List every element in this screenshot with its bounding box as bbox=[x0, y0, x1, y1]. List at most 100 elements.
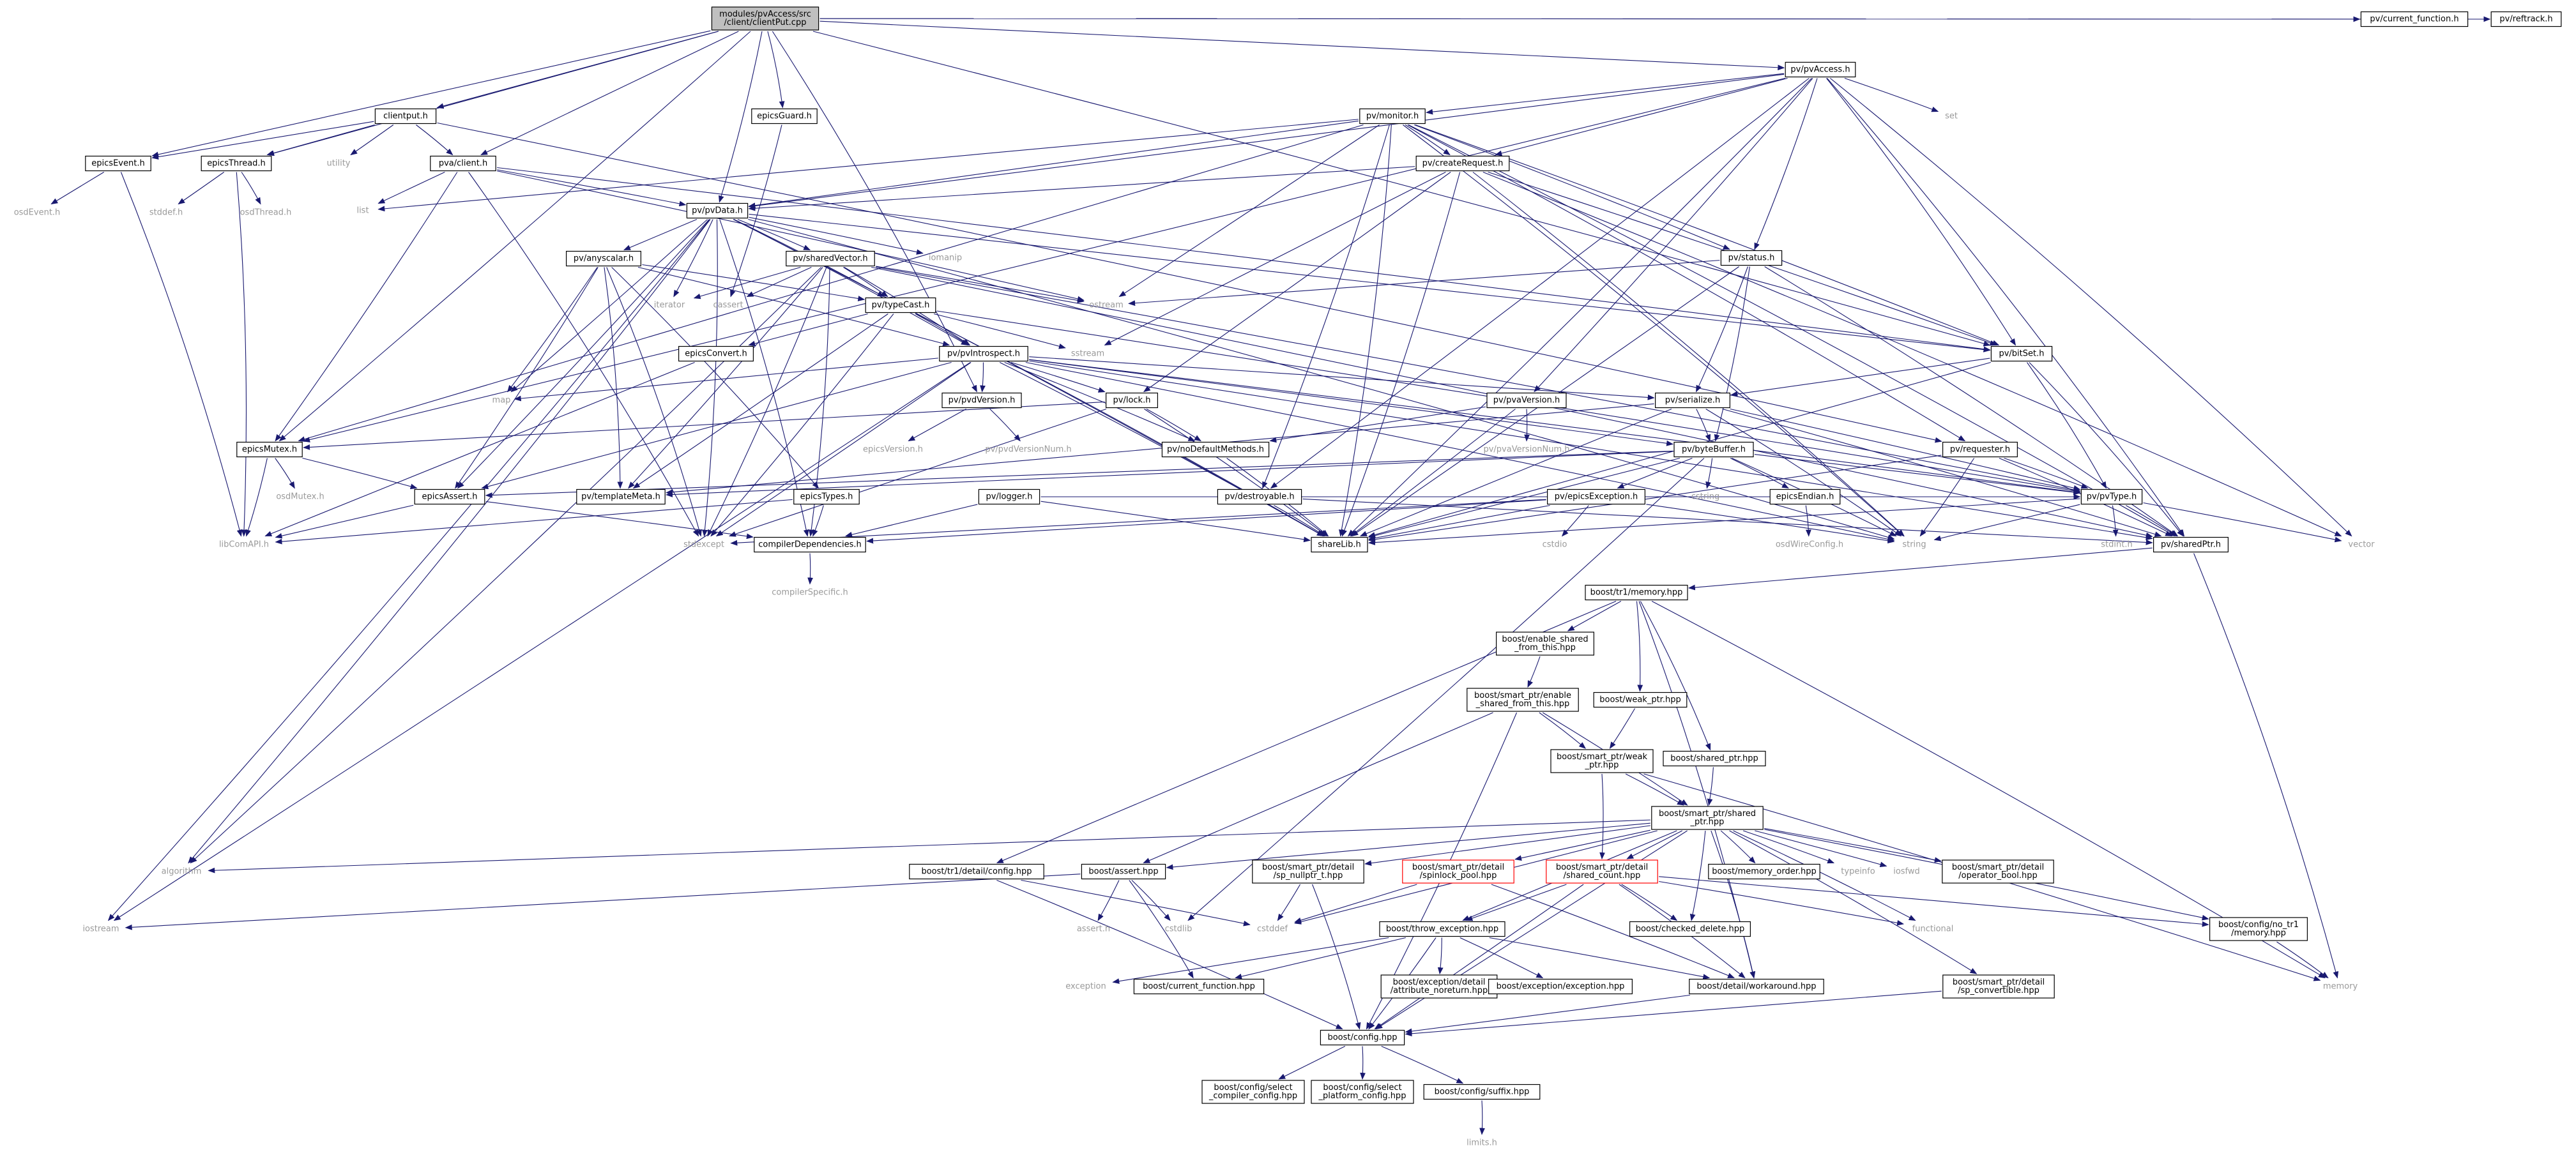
node-spNullptr[interactable]: boost/smart_ptr/detail/sp_nullptr_t.hpp bbox=[1252, 859, 1364, 884]
node-enableShared[interactable]: boost/enable_shared_from_this.hpp bbox=[1496, 631, 1595, 656]
node-weakPtr[interactable]: boost/weak_ptr.hpp bbox=[1593, 692, 1688, 708]
node-workaround[interactable]: boost/detail/workaround.hpp bbox=[1689, 978, 1824, 995]
node-pvaVersion[interactable]: pv/pvaVersion.h bbox=[1486, 392, 1567, 409]
node-sharedVector[interactable]: pv/sharedVector.h bbox=[786, 250, 875, 267]
edge-sharedVector-to-pvType bbox=[876, 266, 2081, 493]
node-compilerDeps[interactable]: compilerDependencies.h bbox=[754, 536, 866, 553]
edge-createRequest-to-sstream bbox=[1104, 172, 1446, 345]
node-box bbox=[941, 392, 1022, 409]
node-epicsConvert[interactable]: epicsConvert.h bbox=[678, 345, 754, 362]
node-memory: memory bbox=[2323, 982, 2358, 992]
node-label: osdWireConfig.h bbox=[1776, 540, 1843, 550]
node-lock[interactable]: pv/lock.h bbox=[1105, 392, 1158, 409]
edge-pvIntrospect-to-byteBuffer bbox=[1029, 359, 1674, 446]
node-pvType[interactable]: pv/pvType.h bbox=[2080, 488, 2143, 505]
node-anyscalar[interactable]: pv/anyscalar.h bbox=[565, 250, 641, 267]
node-box bbox=[1689, 978, 1824, 995]
node-box bbox=[576, 488, 666, 505]
node-checkedDelete[interactable]: boost/checked_delete.hpp bbox=[1629, 921, 1751, 937]
node-typeCast[interactable]: pv/typeCast.h bbox=[865, 297, 936, 314]
node-epicsEvent[interactable]: epicsEvent.h bbox=[85, 155, 151, 172]
node-sharedPtr[interactable]: pv/sharedPtr.h bbox=[2153, 536, 2229, 553]
node-sharedCount[interactable]: boost/smart_ptr/detail/shared_count.hpp bbox=[1546, 859, 1658, 884]
node-byteBuffer[interactable]: pv/byteBuffer.h bbox=[1673, 441, 1754, 458]
node-spWeakPtr[interactable]: boost/smart_ptr/weak_ptr.hpp bbox=[1550, 749, 1654, 773]
node-label: pv/createRequest.h bbox=[1422, 159, 1504, 169]
node-box bbox=[2490, 11, 2562, 27]
node-epicsThread[interactable]: epicsThread.h bbox=[201, 155, 272, 172]
node-osdEvent: osdEvent.h bbox=[14, 208, 61, 218]
edge-epicsException-to-compilerDeps bbox=[866, 499, 1546, 544]
node-pvData[interactable]: pv/pvData.h bbox=[686, 202, 749, 219]
edge-lock-to-stdexcept bbox=[728, 408, 1107, 537]
node-box bbox=[1990, 345, 2053, 362]
node-epicsAssert[interactable]: epicsAssert.h bbox=[414, 488, 485, 505]
node-label: epicsMutex.h bbox=[242, 445, 297, 455]
node-templateMeta[interactable]: pv/templateMeta.h bbox=[576, 488, 666, 505]
node-pvAccess[interactable]: pv/pvAccess.h bbox=[1785, 61, 1856, 78]
node-status[interactable]: pv/status.h bbox=[1720, 250, 1783, 266]
node-label: epicsGuard.h bbox=[757, 112, 812, 121]
node-ostream: ostream bbox=[1089, 301, 1124, 310]
node-epicsTypes[interactable]: epicsTypes.h bbox=[793, 488, 860, 505]
node-pvmonitor[interactable]: pv/monitor.h bbox=[1359, 108, 1426, 125]
node-curfunc_top[interactable]: pv/current_function.h bbox=[2360, 11, 2469, 27]
node-label: compilerSpecific.h bbox=[772, 588, 848, 598]
node-createRequest[interactable]: pv/createRequest.h bbox=[1415, 155, 1510, 172]
node-box bbox=[2209, 917, 2308, 941]
node-cstdlib: cstdlib bbox=[1165, 925, 1193, 934]
node-label: pv/byteBuffer.h bbox=[1682, 445, 1746, 455]
node-currentFunction[interactable]: boost/current_function.hpp bbox=[1133, 978, 1265, 995]
node-label: pv/lock.h bbox=[1113, 396, 1151, 405]
node-reftrack[interactable]: pv/reftrack.h bbox=[2490, 11, 2562, 27]
edge-spSharedPtr-to-boostAssert bbox=[1166, 822, 1650, 870]
node-noDefault[interactable]: pv/noDefaultMethods.h bbox=[1161, 441, 1270, 458]
node-boostConfig[interactable]: boost/config.hpp bbox=[1320, 1029, 1405, 1046]
node-selectPlatform[interactable]: boost/config/select_platform_config.hpp bbox=[1311, 1080, 1414, 1104]
node-attrNoreturn[interactable]: boost/exception/detail/attribute_noretur… bbox=[1380, 974, 1498, 999]
edge-typeCast-to-sstream bbox=[933, 313, 1066, 349]
node-destroyable[interactable]: pv/destroyable.h bbox=[1217, 488, 1302, 505]
edge-createRequest-to-vector bbox=[1482, 171, 2342, 537]
node-functional: functional bbox=[1912, 925, 1954, 934]
node-operatorBool[interactable]: boost/smart_ptr/detail/operator_bool.hpp bbox=[1942, 859, 2054, 884]
node-tr1memory[interactable]: boost/tr1/memory.hpp bbox=[1585, 584, 1688, 601]
node-exceptionHpp[interactable]: boost/exception/exception.hpp bbox=[1488, 978, 1633, 995]
node-boostAssert[interactable]: boost/assert.hpp bbox=[1081, 863, 1166, 880]
node-serialize[interactable]: pv/serialize.h bbox=[1655, 392, 1731, 409]
edge-pvType-to-sharedLib bbox=[1368, 498, 2080, 545]
node-sharedLib[interactable]: shareLib.h bbox=[1311, 536, 1368, 553]
node-box bbox=[1486, 392, 1567, 409]
node-clientput[interactable]: clientput.h bbox=[374, 108, 437, 125]
node-epicsGuard[interactable]: epicsGuard.h bbox=[751, 108, 818, 125]
node-selectCompiler[interactable]: boost/config/select_compiler_config.hpp bbox=[1201, 1080, 1305, 1104]
node-epicsMutex[interactable]: epicsMutex.h bbox=[236, 441, 303, 458]
node-box bbox=[1105, 392, 1158, 409]
edge-pvData-to-stdexcept bbox=[702, 219, 718, 537]
node-sharedPtrHpp[interactable]: boost/shared_ptr.hpp bbox=[1663, 750, 1766, 767]
node-tr1config[interactable]: boost/tr1/detail/config.hpp bbox=[909, 863, 1044, 880]
node-root[interactable]: modules/pvAccess/src/client/clientPut.cp… bbox=[711, 6, 819, 31]
node-requester[interactable]: pv/requester.h bbox=[1942, 441, 2018, 458]
node-box bbox=[1161, 441, 1270, 458]
node-pvIntrospect[interactable]: pv/pvIntrospect.h bbox=[939, 345, 1028, 362]
node-spSharedPtr[interactable]: boost/smart_ptr/shared_ptr.hpp bbox=[1651, 806, 1764, 830]
node-box bbox=[1655, 392, 1731, 409]
node-configNoTr1[interactable]: boost/config/no_tr1/memory.hpp bbox=[2209, 917, 2308, 941]
node-throwException[interactable]: boost/throw_exception.hpp bbox=[1379, 921, 1505, 937]
node-logger[interactable]: pv/logger.h bbox=[978, 488, 1040, 505]
node-epicsEndian[interactable]: epicsEndian.h bbox=[1769, 488, 1841, 505]
node-label: map bbox=[492, 396, 511, 405]
node-spEnableShared[interactable]: boost/smart_ptr/enable_shared_from_this.… bbox=[1467, 688, 1579, 712]
node-spConvertible[interactable]: boost/smart_ptr/detail/sp_convertible.hp… bbox=[1942, 974, 2055, 999]
node-spinlockPool[interactable]: boost/smart_ptr/detail/spinlock_pool.hpp bbox=[1402, 859, 1514, 884]
node-bitSet[interactable]: pv/bitSet.h bbox=[1990, 345, 2053, 362]
edge-logger-to-sharedLib bbox=[1040, 501, 1311, 543]
node-label: /shared_count.hpp bbox=[1564, 871, 1641, 881]
node-epicsException[interactable]: pv/epicsException.h bbox=[1547, 488, 1646, 505]
node-pvclient[interactable]: pva/client.h bbox=[430, 155, 496, 172]
edge-weakPtr-to-spWeakPtr bbox=[1609, 708, 1636, 749]
node-memoryOrder[interactable]: boost/memory_order.hpp bbox=[1708, 863, 1820, 880]
node-pvdVersion[interactable]: pv/pvdVersion.h bbox=[941, 392, 1022, 409]
node-suffix[interactable]: boost/config/suffix.hpp bbox=[1423, 1084, 1541, 1100]
